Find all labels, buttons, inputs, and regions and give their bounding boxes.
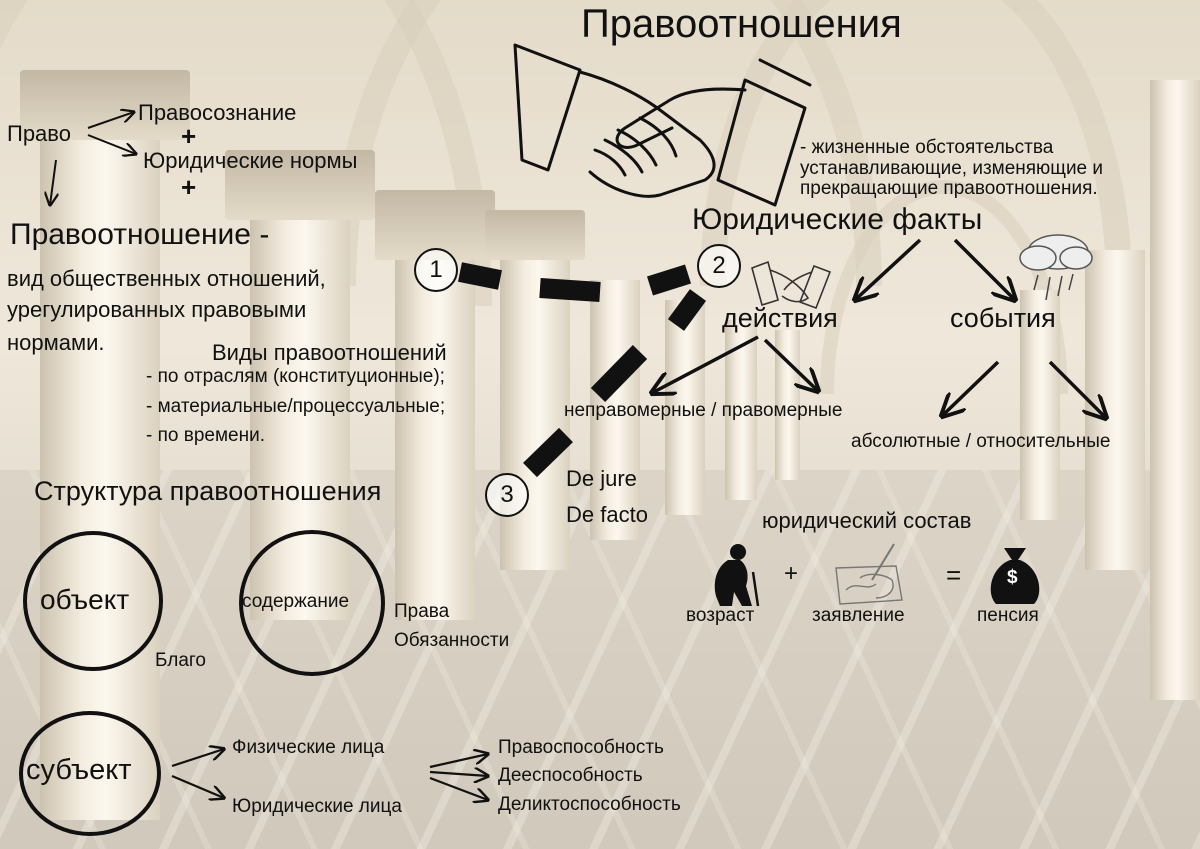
types-heading: Виды правоотношений	[212, 340, 447, 365]
dashed-connectors	[458, 262, 707, 478]
column-capital	[225, 150, 375, 220]
capacity-item: Дееспособность	[498, 765, 643, 786]
column	[665, 300, 705, 515]
composition-item: заявление	[812, 605, 905, 626]
signing-hand-icon	[835, 543, 903, 605]
definition-heading: Правоотношение -	[10, 218, 270, 251]
subject-arrows	[171, 749, 488, 800]
money-bag-icon	[990, 548, 1040, 604]
person-type: Физические лица	[232, 737, 385, 758]
column	[40, 120, 160, 820]
handshake-icon	[513, 43, 812, 207]
step-number: 2	[697, 244, 741, 288]
legal-norms-label: Юридические нормы	[143, 148, 358, 173]
content-note: Обязанности	[394, 630, 510, 651]
de-facto-label: De facto	[566, 502, 648, 527]
object-label: объект	[40, 584, 130, 615]
equals-sign: =	[946, 560, 962, 590]
elderly-person-icon	[714, 544, 760, 607]
subject-label: субъект	[26, 754, 132, 786]
composition-heading: юридический состав	[762, 508, 972, 533]
column-capital	[20, 70, 190, 140]
de-jure-label: De jure	[566, 466, 637, 491]
column	[1150, 80, 1200, 700]
object-circle	[23, 531, 163, 671]
capacity-item: Правоспособность	[498, 737, 664, 758]
definition-line: нормами.	[7, 330, 105, 355]
actions-label: действия	[722, 303, 838, 333]
pravosoznanie-label: Правосознание	[138, 100, 297, 125]
column	[1020, 290, 1060, 520]
step-number: 3	[485, 473, 529, 517]
definition-line: вид общественных отношений,	[7, 266, 326, 291]
step-number: 1	[414, 248, 458, 292]
facts-description: прекращающие правоотношения.	[800, 178, 1098, 199]
events-label: события	[950, 303, 1056, 333]
small-handshake-icon	[751, 260, 832, 310]
plus-sign: +	[181, 172, 197, 202]
content-note: Права	[394, 601, 450, 622]
content-label: содержание	[242, 591, 350, 612]
pravo-label: Право	[7, 121, 71, 146]
money-symbol: $	[1007, 567, 1018, 588]
content-circle	[239, 530, 385, 676]
composition-item: пенсия	[977, 605, 1039, 626]
facts-arrows	[652, 238, 1106, 418]
column	[395, 250, 475, 620]
object-note: Благо	[155, 650, 206, 671]
column	[590, 280, 640, 540]
structure-heading: Структура правоотношения	[34, 476, 382, 506]
column	[500, 250, 570, 570]
pravo-arrows	[50, 112, 136, 205]
plus-sign: +	[181, 121, 197, 151]
types-item: - материальные/процессуальные;	[146, 396, 446, 417]
facts-description: устанавливающие, изменяющие и	[800, 158, 1104, 179]
column-capital	[485, 210, 585, 260]
person-type: Юридические лица	[232, 796, 402, 817]
subject-circle	[19, 711, 161, 836]
types-item: - по времени.	[146, 425, 265, 446]
capacity-item: Деликтоспособность	[498, 794, 681, 815]
definition-line: урегулированных правовыми	[7, 297, 307, 322]
plus-sign: +	[784, 560, 799, 587]
composition-item: возраст	[686, 605, 755, 626]
actions-subtypes: неправомерные / правомерные	[564, 400, 843, 421]
facts-description: - жизненные обстоятельства	[800, 137, 1054, 158]
facts-heading: Юридические факты	[692, 203, 983, 236]
page-title: Правоотношения	[581, 2, 902, 46]
events-subtypes: абсолютные / относительные	[851, 431, 1111, 452]
types-item: - по отраслям (конституционные);	[146, 366, 445, 387]
rain-cloud-icon	[1019, 234, 1093, 301]
